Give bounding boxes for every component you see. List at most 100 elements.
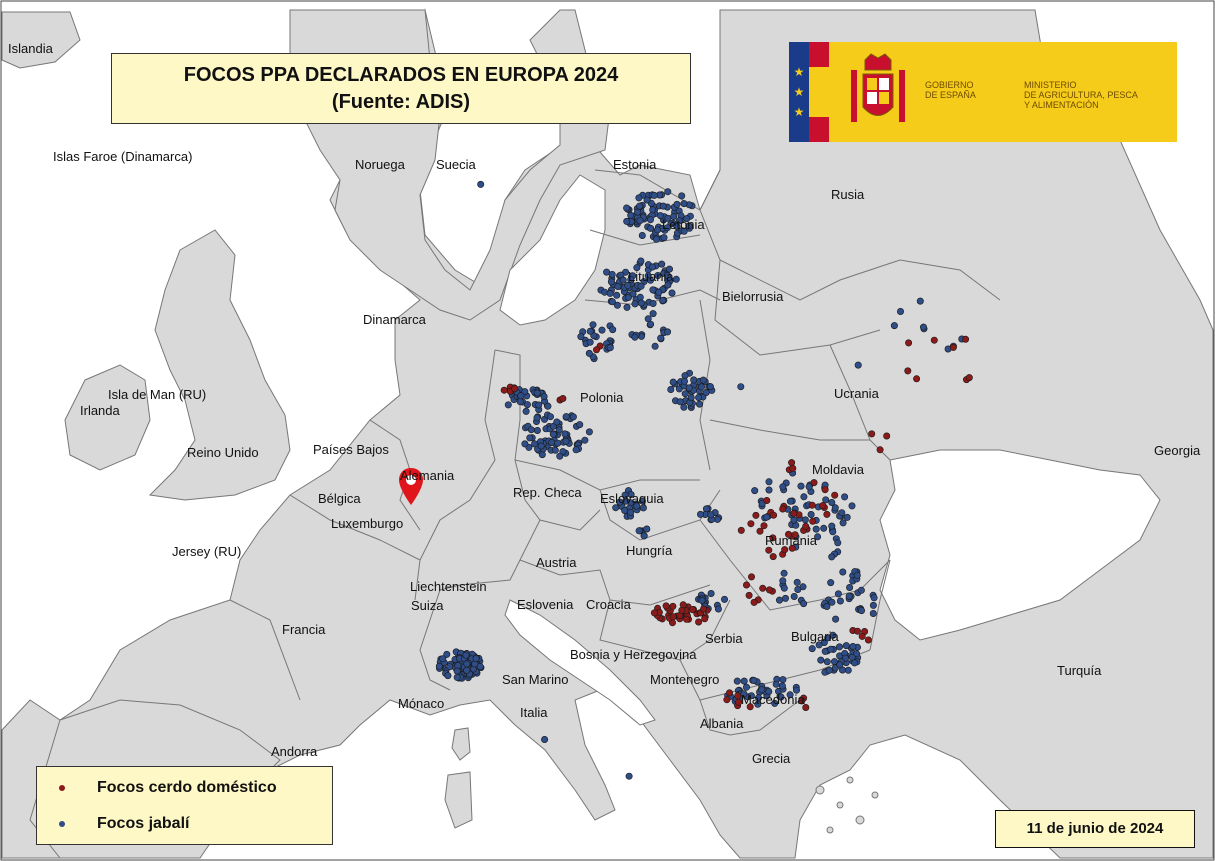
map-title: FOCOS PPA DECLARADOS EN EUROPA 2024 [183, 64, 619, 86]
domestic-pig-dot [752, 511, 760, 519]
label-albania: Albania [700, 716, 744, 731]
domestic-pig-dot [746, 703, 754, 711]
wild-boar-dot [778, 682, 786, 690]
label-austria: Austria [536, 555, 577, 570]
label-suecia: Suecia [436, 157, 476, 172]
label-francia: Francia [282, 622, 326, 637]
wild-boar-dot [680, 200, 688, 208]
wild-boar-dot [777, 693, 785, 701]
wild-boar-dot [823, 658, 831, 666]
wild-boar-dot [919, 323, 927, 331]
corsica [451, 727, 471, 761]
wild-boar-dot [851, 659, 859, 667]
wild-boar-dot [608, 298, 616, 306]
legend-item-wild: Focos jabalí [59, 814, 189, 834]
wild-boar-dot [829, 528, 837, 536]
domestic-pig-dot [765, 586, 773, 594]
wild-boar-dot [562, 437, 570, 445]
wild-boar-dot [614, 282, 622, 290]
label-dinamarca: Dinamarca [363, 312, 426, 327]
svg-text:★: ★ [794, 65, 805, 79]
wild-boar-dot [638, 497, 646, 505]
wild-boar-dot [435, 662, 443, 670]
label-suiza: Suiza [411, 598, 444, 613]
black-sea [879, 449, 1161, 641]
domestic-pig-dot [864, 636, 872, 644]
wild-boar-dot [786, 691, 794, 699]
wild-boar-dot [555, 426, 563, 434]
wild-boar-dot [636, 202, 644, 210]
wild-boar-dot [549, 430, 557, 438]
wild-boar-dot [637, 282, 645, 290]
wild-boar-outbreaks [435, 180, 966, 780]
wild-boar-dot [695, 393, 703, 401]
wild-boar-dot [714, 605, 722, 613]
wild-boar-dot [828, 522, 836, 530]
wild-boar-dot [800, 493, 808, 501]
domestic-pig-dot [810, 479, 818, 487]
map-title-box: FOCOS PPA DECLARADOS EN EUROPA 2024 (Fue… [111, 53, 691, 124]
wild-boar-dot [839, 519, 847, 527]
wild-boar-dot [695, 400, 703, 408]
wild-boar-dot [664, 214, 672, 222]
wild-boar-dot [836, 597, 844, 605]
wild-boar-dot [697, 383, 705, 391]
wild-boar-dot [443, 650, 451, 658]
wild-boar-dot [477, 180, 485, 188]
wild-boar-dot [814, 533, 822, 541]
wild-boar-dot [548, 438, 556, 446]
wild-boar-dot [649, 206, 657, 214]
wild-boar-dot [581, 436, 589, 444]
wild-boar-dot [517, 392, 525, 400]
domestic-pig-dot [742, 581, 750, 589]
wild-boar-dot [646, 216, 654, 224]
label-rep-checa: Rep. Checa [513, 485, 582, 500]
wild-boar-dot [841, 493, 849, 501]
wild-boar-dot [793, 578, 801, 586]
label-georgia: Georgia [1154, 443, 1201, 458]
domestic-pig-dot [763, 496, 771, 504]
wild-boar-dot [607, 278, 615, 286]
wild-boar-dot [446, 663, 454, 671]
gobierno-line-2: DE ESPAÑA [925, 90, 976, 100]
wild-boar-dot [740, 690, 748, 698]
wild-boar-dot [654, 271, 662, 279]
wild-boar-dot [779, 483, 787, 491]
domestic-pig-dot [831, 491, 839, 499]
wild-boar-dot [842, 642, 850, 650]
wild-boar-dot [740, 677, 748, 685]
wild-boar-dot [606, 344, 614, 352]
label-luxemburgo: Luxemburgo [331, 516, 404, 531]
wild-boar-dot [663, 224, 671, 232]
wild-boar-dot [747, 692, 755, 700]
wild-boar-dot [554, 439, 562, 447]
domestic-pig-outbreaks [500, 335, 973, 711]
domestic-pig-dot [904, 367, 912, 375]
wild-boar-dot [827, 645, 835, 653]
domestic-pig-dot [868, 430, 876, 438]
wild-boar-dot [655, 288, 663, 296]
label-polonia: Polonia [580, 390, 624, 405]
label-jersey: Jersey (RU) [172, 544, 242, 559]
wild-boar-dot [854, 361, 862, 369]
domestic-pig-dot [678, 606, 686, 614]
map-pin-icon[interactable] [398, 467, 424, 507]
domestic-pig-dot [695, 618, 703, 626]
wild-boar-dot [696, 510, 704, 518]
wild-boar-dot [790, 592, 798, 600]
domestic-pig-dot [500, 386, 508, 394]
wild-boar-dot [659, 202, 667, 210]
label-estonia: Estonia [613, 157, 657, 172]
wild-boar-dot [572, 446, 580, 454]
wild-boar-dot [916, 297, 924, 305]
wild-boar-dot [672, 275, 680, 283]
label-islandia: Islandia [8, 41, 53, 56]
wild-boar-dot [720, 595, 728, 603]
domestic-pig-dot [592, 346, 600, 354]
legend-label-domestic: Focos cerdo doméstico [97, 779, 277, 796]
wild-boar-dot [786, 497, 794, 505]
wild-boar-dot [658, 260, 666, 268]
ministerio-line-1: MINISTERIO [1024, 80, 1077, 90]
wild-boar-dot [533, 389, 541, 397]
wild-boar-dot [680, 227, 688, 235]
